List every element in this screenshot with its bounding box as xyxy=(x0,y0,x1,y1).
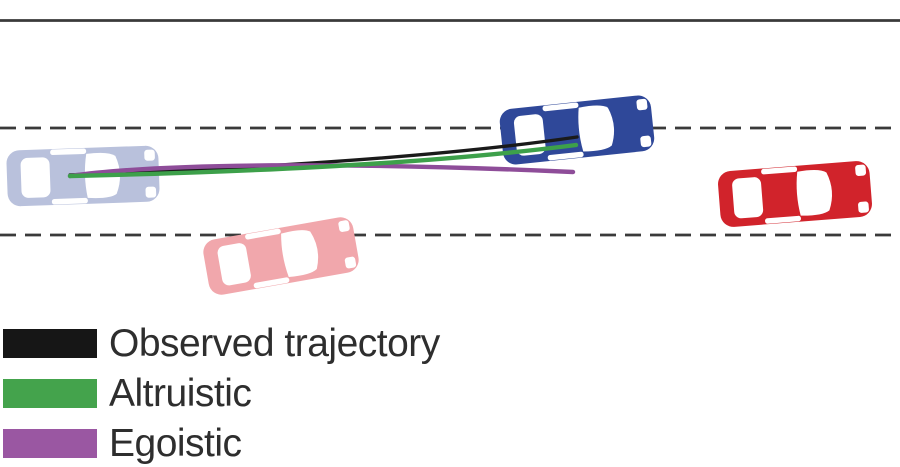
red-car-part xyxy=(858,201,869,213)
observed-trajectory-swatch xyxy=(3,329,97,358)
red-car-part xyxy=(732,177,764,219)
pink-car-part xyxy=(338,220,350,232)
legend-item-altruistic: Altruistic xyxy=(3,374,440,413)
legend-item-observed: Observed trajectory xyxy=(3,324,440,363)
faded-blue-car-part xyxy=(145,186,157,198)
altruistic-swatch xyxy=(3,379,97,408)
trajectories-layer xyxy=(67,135,579,179)
faded-blue-car-part xyxy=(51,197,88,205)
legend-label-altruistic: Altruistic xyxy=(109,372,252,415)
pink-car-part xyxy=(253,277,290,289)
faded-blue-car-part xyxy=(20,157,51,198)
dark-blue-car-part xyxy=(542,102,579,112)
pink-car-part xyxy=(217,243,251,286)
dark-blue-car-part xyxy=(636,98,648,111)
pink-car-part xyxy=(281,230,319,277)
dark-blue-car-part xyxy=(578,105,615,152)
red-car-part xyxy=(855,164,867,176)
red-car-part xyxy=(765,215,801,224)
egoistic-swatch xyxy=(3,429,97,458)
dark-blue-car-part xyxy=(640,135,652,148)
egoistic-trajectory xyxy=(67,163,576,179)
vehicles-layer xyxy=(6,95,872,295)
red-car-part xyxy=(761,166,798,175)
legend-item-egoistic: Egoistic xyxy=(3,424,440,463)
faded-blue-car-part xyxy=(50,148,87,156)
legend-label-observed: Observed trajectory xyxy=(109,322,440,365)
legend: Observed trajectory Altruistic Egoistic xyxy=(3,324,440,463)
pink-car-part xyxy=(245,228,281,240)
legend-label-egoistic: Egoistic xyxy=(109,422,242,465)
observed-trajectory xyxy=(68,135,579,177)
dark-blue-car-part xyxy=(547,151,584,161)
altruistic-trajectory xyxy=(67,142,579,179)
dark-blue-car xyxy=(499,95,655,165)
red-car xyxy=(718,161,872,227)
pink-car-part xyxy=(344,256,357,269)
faded-blue-car-part xyxy=(144,149,155,161)
red-car-part xyxy=(796,170,833,216)
pink-car xyxy=(203,217,359,295)
